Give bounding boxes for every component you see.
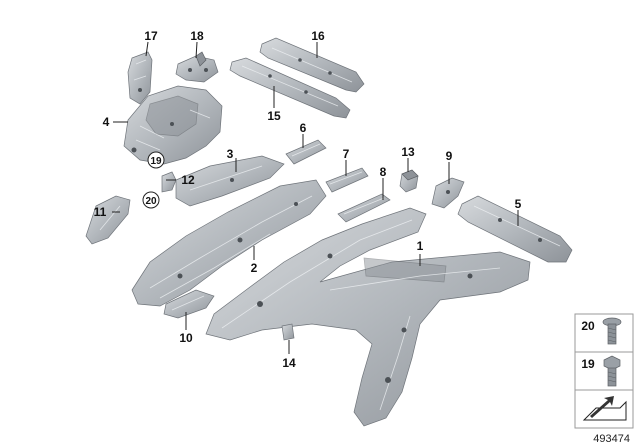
callout-6[interactable]: 6 [300, 121, 307, 135]
part-4-wheelhouse[interactable] [123, 85, 223, 165]
diagram-id-label: 493474 [593, 433, 630, 445]
callout-8[interactable]: 8 [380, 165, 387, 179]
callout-15[interactable]: 15 [267, 109, 281, 123]
circled-callout-19[interactable]: 19 [147, 151, 165, 169]
part-16-upper-rail[interactable] [259, 37, 365, 93]
svg-text:20: 20 [145, 196, 157, 207]
callout-17[interactable]: 17 [144, 29, 158, 43]
part-9-bracket[interactable] [431, 177, 465, 209]
part-3-inner-member[interactable] [175, 155, 285, 207]
callout-1[interactable]: 1 [417, 239, 424, 253]
callout-2[interactable]: 2 [251, 261, 258, 275]
svg-text:19: 19 [581, 357, 595, 371]
callout-16[interactable]: 16 [311, 29, 325, 43]
part-8-strip[interactable] [337, 193, 391, 223]
legend-item-arrow[interactable] [574, 389, 634, 429]
part-15-mid-rail[interactable] [229, 57, 351, 119]
part-5-right-member[interactable] [457, 195, 573, 263]
callout-13[interactable]: 13 [401, 145, 415, 159]
callout-5[interactable]: 5 [515, 197, 522, 211]
part-7-strip[interactable] [325, 167, 369, 193]
part-1-main-frame[interactable] [205, 207, 531, 427]
part-14-clip[interactable] [281, 323, 295, 341]
callout-18[interactable]: 18 [190, 29, 204, 43]
callout-12[interactable]: 12 [181, 173, 195, 187]
callout-11[interactable]: 11 [94, 205, 107, 219]
svg-text:19: 19 [150, 156, 162, 167]
callout-14[interactable]: 14 [282, 356, 296, 370]
part-18-bracket[interactable] [175, 51, 219, 83]
direction-arrow-icon [582, 396, 627, 421]
svg-text:20: 20 [581, 319, 595, 333]
legend-item-20[interactable]: 20 [574, 313, 634, 353]
callout-4[interactable]: 4 [103, 115, 110, 129]
callout-labels: 17 18 16 4 15 6 3 7 13 9 8 12 11 5 1 2 1… [94, 29, 522, 370]
part-11-bracket[interactable] [85, 195, 131, 245]
hex-flange-bolt-icon [603, 355, 621, 387]
torx-button-head-screw-icon [602, 317, 622, 345]
callout-10[interactable]: 10 [179, 331, 193, 345]
legend-item-19[interactable]: 19 [574, 351, 634, 391]
leader-lines [112, 41, 519, 354]
part-2-left-member[interactable] [131, 179, 327, 307]
part-13-block[interactable] [399, 169, 419, 193]
callout-7[interactable]: 7 [343, 147, 350, 161]
callout-9[interactable]: 9 [446, 149, 453, 163]
part-6-plate[interactable] [285, 139, 327, 165]
circled-callout-20[interactable]: 20 [142, 191, 160, 209]
part-12-clip[interactable] [161, 171, 177, 193]
callout-3[interactable]: 3 [227, 147, 234, 161]
part-10-plate[interactable] [163, 289, 215, 319]
part-17-bracket[interactable] [127, 51, 153, 105]
